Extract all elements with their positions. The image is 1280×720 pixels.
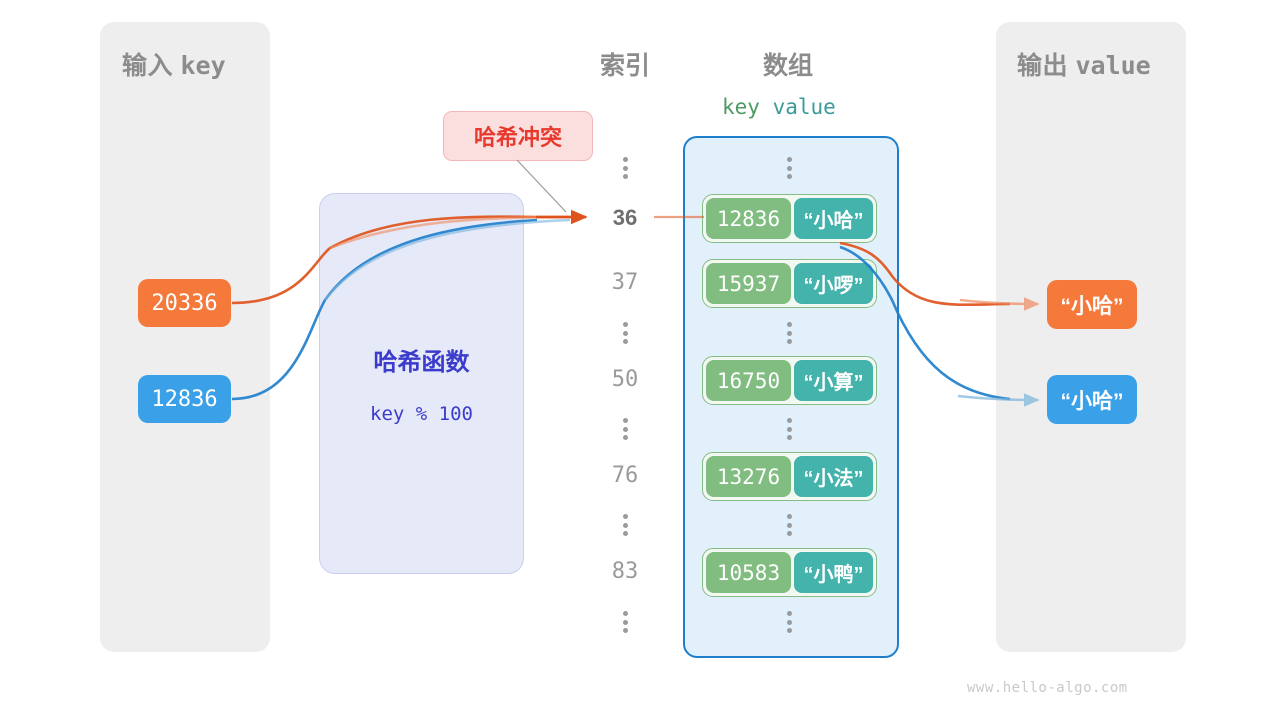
input-panel: [100, 22, 270, 652]
array-header-value: value: [772, 95, 836, 119]
hash-function-expression: key % 100: [370, 403, 473, 425]
index-ellipsis-4: [590, 514, 660, 536]
index-ellipsis-3: [590, 418, 660, 440]
index-label-76: 76: [611, 463, 639, 488]
array-column-title: 数组: [762, 52, 813, 80]
index-ellipsis-2: [590, 322, 660, 344]
output-panel-title-cn: 输出: [1017, 52, 1069, 80]
input-panel-title-cn: 输入: [122, 52, 174, 80]
index-label-36: 36: [612, 205, 638, 230]
bucket-key-15937: 15937: [706, 263, 791, 304]
index-label-37: 37: [611, 270, 639, 295]
array-kv-header: key value: [722, 95, 836, 119]
bucket-value-16750: “小算”: [793, 360, 873, 401]
array-ellipsis-4: [754, 514, 824, 536]
output-value-orange[interactable]: “小哈”: [1047, 280, 1137, 329]
array-ellipsis-top: [754, 157, 824, 179]
bucket-key-12836: 12836: [706, 198, 791, 239]
hash-function-title: 哈希函数: [373, 349, 470, 376]
bucket-row-36[interactable]: 12836 “小哈”: [702, 194, 877, 243]
array-ellipsis-bottom: [754, 611, 824, 633]
bucket-value-10583: “小鸭”: [793, 552, 873, 593]
index-label-83: 83: [611, 559, 639, 584]
index-label-50: 50: [611, 367, 639, 392]
input-panel-title: 输入 key: [122, 46, 226, 82]
output-panel: [996, 22, 1186, 652]
bucket-row-83[interactable]: 10583 “小鸭”: [702, 548, 877, 597]
bucket-value-12836: “小哈”: [793, 198, 873, 239]
bucket-row-37[interactable]: 15937 “小啰”: [702, 259, 877, 308]
index-ellipsis-top: [590, 157, 660, 179]
bucket-key-13276: 13276: [706, 456, 791, 497]
hash-function-box: 哈希函数 key % 100: [319, 193, 524, 574]
array-ellipsis-3: [754, 418, 824, 440]
collision-badge-leader-line: [516, 159, 567, 213]
bucket-key-16750: 16750: [706, 360, 791, 401]
input-key-20336[interactable]: 20336: [138, 279, 231, 327]
index-column-title: 索引: [599, 52, 650, 80]
array-ellipsis-2: [754, 322, 824, 344]
input-panel-title-mono: key: [180, 51, 226, 80]
bucket-row-50[interactable]: 16750 “小算”: [702, 356, 877, 405]
collision-badge: 哈希冲突: [443, 111, 593, 161]
output-panel-title-mono: value: [1075, 51, 1151, 80]
bucket-row-76[interactable]: 13276 “小法”: [702, 452, 877, 501]
input-key-12836[interactable]: 12836: [138, 375, 231, 423]
array-header-key: key: [722, 95, 760, 119]
bucket-value-13276: “小法”: [793, 456, 873, 497]
bucket-key-10583: 10583: [706, 552, 791, 593]
index-ellipsis-bottom: [590, 611, 660, 633]
watermark: www.hello-algo.com: [967, 680, 1128, 696]
output-panel-title: 输出 value: [1017, 46, 1151, 82]
output-value-blue[interactable]: “小哈”: [1047, 375, 1137, 424]
bucket-value-15937: “小啰”: [793, 263, 873, 304]
